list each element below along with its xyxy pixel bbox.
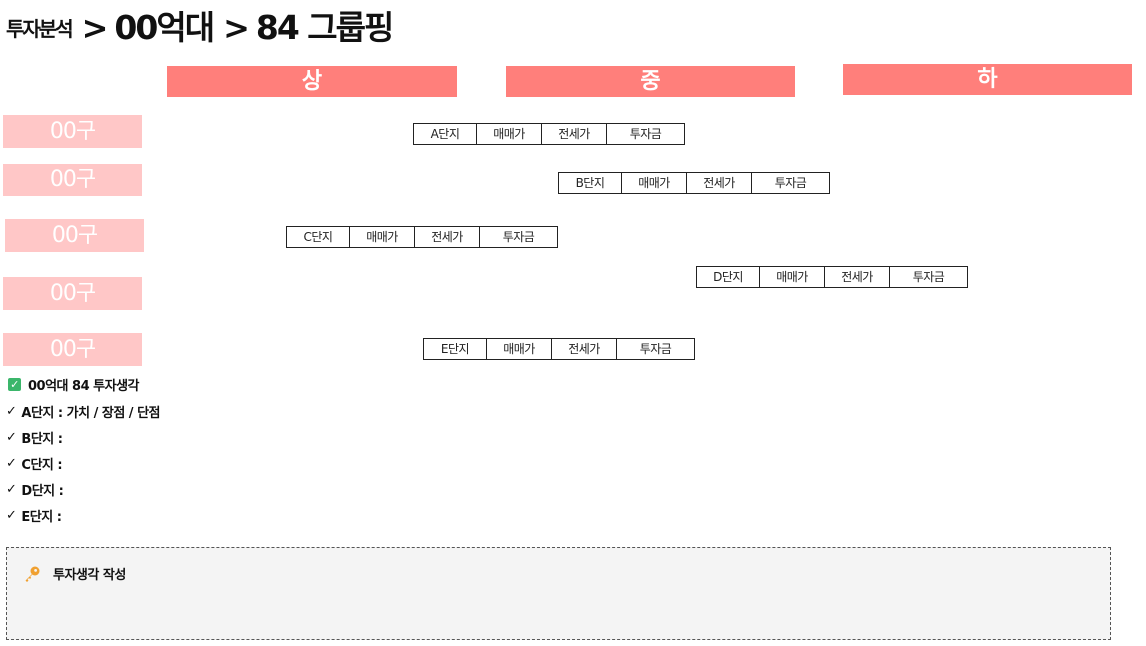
complex-name: C단지: [303, 230, 333, 244]
breadcrumb-grouping: 84 그룹핑: [255, 8, 394, 47]
note-line: ✓ E단지 :: [6, 506, 62, 525]
complex-lease-price: 전세가: [551, 339, 616, 359]
complex-name: B단지: [575, 176, 605, 190]
notes-heading: ✓ 00억대 84 투자생각: [8, 375, 140, 394]
note-line: ✓ A단지 : 가치 / 장점 / 단점: [6, 402, 160, 421]
district-label: 00구: [3, 164, 142, 196]
complex-sale-price: 매매가: [349, 227, 414, 247]
note-line: ✓ C단지 :: [6, 454, 63, 473]
complex-name: D단지: [713, 270, 743, 284]
tier-header-high: 상: [167, 66, 457, 97]
district-label: 00구: [3, 115, 142, 148]
note-line-text: B단지 :: [21, 432, 63, 447]
note-line-text: D단지 :: [21, 484, 64, 499]
checkmark-icon: ✓: [6, 508, 17, 523]
complex-name: E단지: [440, 342, 470, 356]
complex-row-e[interactable]: E단지 매매가 전세가 투자금: [423, 338, 695, 360]
note-line: ✓ B단지 :: [6, 428, 63, 447]
complex-lease-price: 전세가: [414, 227, 479, 247]
complex-sale-price: 매매가: [476, 124, 541, 144]
checkmark-icon: ✓: [6, 404, 17, 419]
note-line-text: C단지 :: [21, 458, 63, 473]
district-label: 00구: [3, 277, 142, 310]
complex-sale-price: 매매가: [621, 173, 686, 193]
investment-thought-box[interactable]: 투자생각 작성: [6, 547, 1111, 640]
note-line-text: A단지 : 가치 / 장점 / 단점: [21, 406, 160, 421]
checkmark-icon: ✓: [6, 456, 17, 471]
breadcrumb-separator: >: [223, 9, 250, 47]
complex-lease-price: 전세가: [541, 124, 606, 144]
complex-investment: 투자금: [606, 124, 684, 144]
complex-investment: 투자금: [616, 339, 694, 359]
breadcrumb-separator: >: [81, 9, 109, 47]
note-line-text: E단지 :: [21, 510, 62, 525]
tier-header-low: 하: [843, 64, 1132, 95]
complex-row-d[interactable]: D단지 매매가 전세가 투자금: [696, 266, 968, 288]
complex-investment: 투자금: [479, 227, 557, 247]
complex-investment: 투자금: [889, 267, 967, 287]
note-line: ✓ D단지 :: [6, 480, 64, 499]
complex-row-a[interactable]: A단지 매매가 전세가 투자금: [413, 123, 685, 145]
complex-sale-price: 매매가: [759, 267, 824, 287]
checkmark-icon: ✓: [6, 430, 17, 445]
complex-investment: 투자금: [751, 173, 829, 193]
district-label: 00구: [3, 333, 142, 366]
district-label: 00구: [5, 219, 144, 252]
complex-sale-price: 매매가: [486, 339, 551, 359]
complex-row-b[interactable]: B단지 매매가 전세가 투자금: [558, 172, 830, 194]
write-box-header: 투자생각 작성: [23, 564, 126, 583]
notes-heading-text: 00억대 84 투자생각: [28, 379, 140, 394]
page-title: 투자분석 > 00억대 > 84 그룹핑: [6, 4, 394, 48]
checkmark-icon: ✓: [6, 482, 17, 497]
write-box-label: 투자생각 작성: [53, 568, 126, 583]
checkmark-box-icon: ✓: [8, 378, 21, 391]
key-icon: [25, 566, 40, 582]
breadcrumb-price-range: 00억대: [114, 8, 215, 47]
breadcrumb-invest-analysis: 투자분석: [6, 17, 74, 41]
tier-header-mid: 중: [506, 66, 795, 97]
complex-row-c[interactable]: C단지 매매가 전세가 투자금: [286, 226, 558, 248]
complex-name: A단지: [430, 127, 460, 141]
complex-lease-price: 전세가: [824, 267, 889, 287]
complex-lease-price: 전세가: [686, 173, 751, 193]
